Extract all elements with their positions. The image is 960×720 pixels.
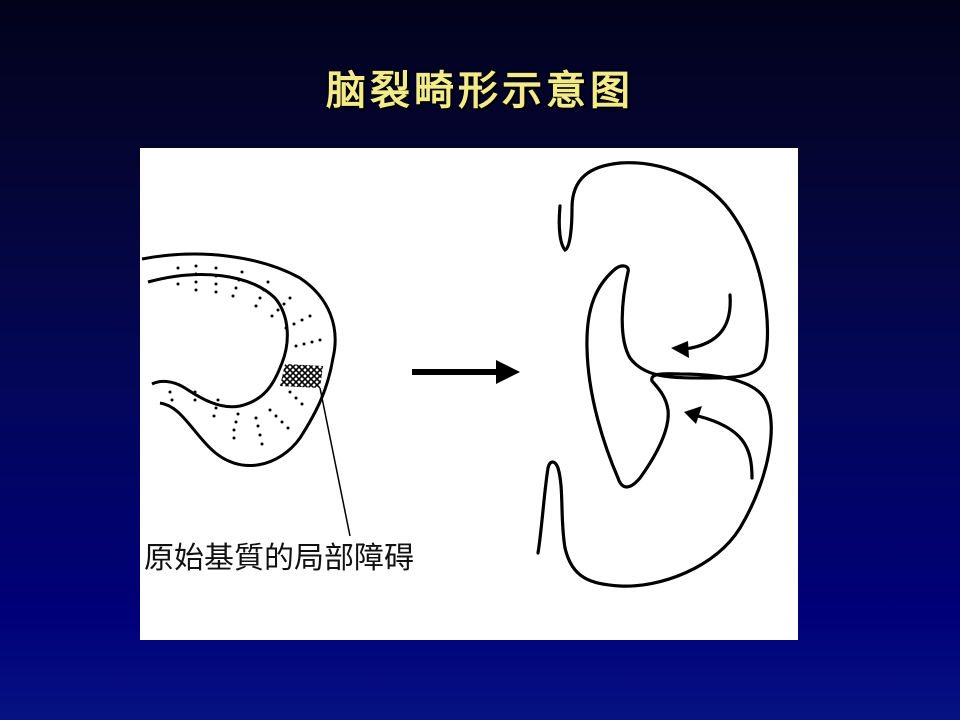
cortex-dots: [168, 264, 322, 446]
diagram-svg: [141, 161, 773, 588]
schizencephaly-drawing: [536, 161, 773, 588]
curved-arrow-down-left-icon: [671, 341, 689, 358]
cortex-layer-drawing: [141, 252, 337, 467]
diagram-panel: 原始基質的局部障碍: [140, 148, 798, 640]
defect-region-hatched: [280, 364, 323, 388]
right-arrow-icon: [412, 360, 520, 384]
caption-pointer-line: [319, 387, 351, 537]
defect-caption: 原始基質的局部障碍: [144, 541, 414, 576]
curved-arrow-up-left-icon: [684, 406, 702, 424]
slide-title: 脑裂畸形示意图: [326, 68, 634, 114]
